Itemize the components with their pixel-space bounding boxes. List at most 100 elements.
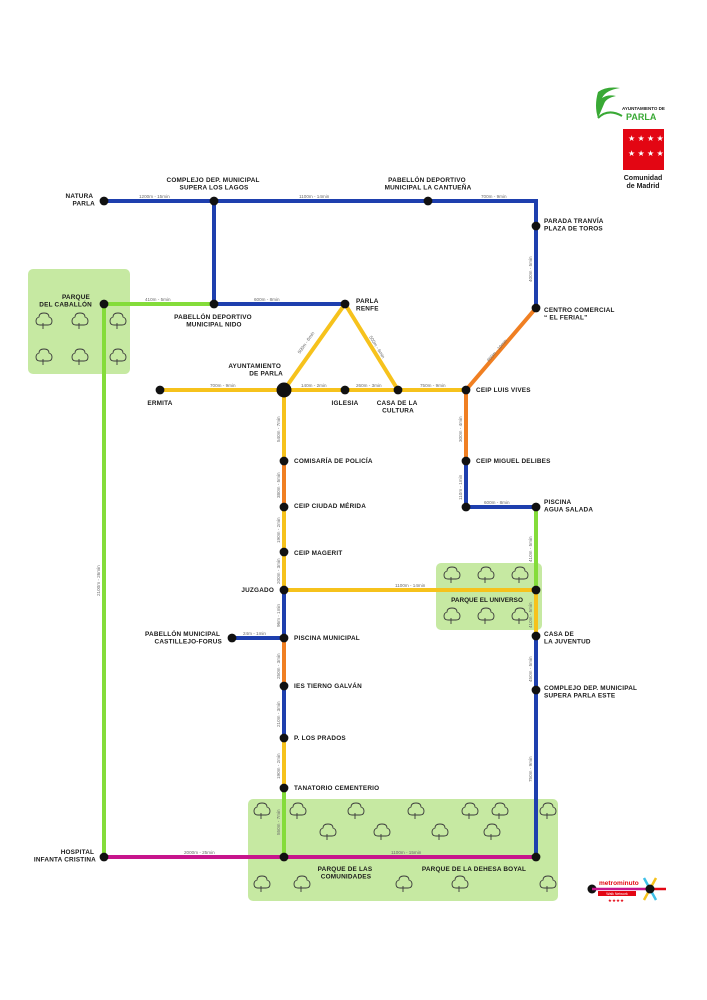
station-label-ermita: ERMITA [147,400,172,407]
tree-icon [373,823,391,840]
segment-label: 410m - 5min [528,602,533,628]
route-lines [102,199,538,859]
station-plaza-toros[interactable] [531,221,541,231]
tree-icon [511,607,529,624]
tree-icon [483,823,501,840]
segment-label: 800m - 10min [486,338,508,363]
parla-emblem-arc-icon [597,111,623,119]
station-iglesia[interactable] [340,385,350,395]
station-label-ayuntamiento: AYUNTAMIENTO DE PARLA [228,363,283,378]
tree-icon [431,823,449,840]
station-luis-vives[interactable] [461,385,471,395]
madrid-logo-line1: Comunidad [624,175,663,182]
segment-label: 2000m - 25min [184,850,215,855]
madrid-logo-line2: de Madrid [626,183,659,190]
station-castillejo[interactable] [227,633,237,643]
station-label-comunidades: PARQUE DE LAS COMUNIDADES [318,866,375,881]
segment-label: 1100m - 14min [395,583,426,588]
park-area-caballon [28,269,130,374]
metrominuto-stars-icon: ★★★★ [608,898,624,904]
station-label-juzgado: JUZGADO [241,587,274,594]
madrid-star-icon: ★ [647,149,654,158]
station-cantuena[interactable] [423,196,433,206]
segment-label: 1100m - 14min [299,194,330,199]
madrid-star-icon: ★ [657,134,664,143]
station-ermita[interactable] [155,385,165,395]
metrominuto-name: metrominuto [599,880,639,887]
station-ciudad-merida[interactable] [279,502,289,512]
station-universo[interactable] [531,585,541,595]
station-renfe[interactable] [340,299,350,309]
station-los-prados[interactable] [279,733,289,743]
tree-icon [109,348,127,365]
segment-label: 550m - 7min [276,809,281,835]
station-tanatorio[interactable] [279,783,289,793]
tree-icon [319,823,337,840]
station-hospital[interactable] [99,852,109,862]
segment-label: 200m - 3min [276,558,281,584]
station-casa-cultura[interactable] [393,385,403,395]
segment-label: 410m - 5min [145,297,171,302]
station-label-tierno-galvan: IES TIERNO GALVÁN [294,681,362,690]
segment-label: 450m - 5min [528,656,533,682]
station-supera-este[interactable] [531,685,541,695]
line-renfe-cultura [343,302,400,392]
station-juzgado[interactable] [279,585,289,595]
tree-icon [35,348,53,365]
tree-icon [539,802,557,819]
station-el-ferial[interactable] [531,303,541,313]
station-comisaria[interactable] [279,456,289,466]
station-comunidades[interactable] [279,852,289,862]
station-label-natura: NATURA PARLA [66,193,96,208]
segment-label: 260m - 3min [356,383,382,388]
station-label-ciudad-merida: CEIP CIUDAD MÉRIDA [294,501,366,510]
station-label-luis-vives: CEIP LUIS VIVES [476,387,531,394]
tree-icon [539,875,557,892]
station-nido[interactable] [209,299,219,309]
segment-label: 410m - 5min [528,536,533,562]
segment-label: 190m - 2min [276,517,281,543]
tree-icon [347,802,365,819]
tree-icon [461,802,479,819]
station-ayuntamiento[interactable] [276,382,292,398]
segment-label: 600m - 8min [254,297,280,302]
segment-label: 700m - 9min [210,383,236,388]
tree-icon [511,566,529,583]
station-casa-juventud[interactable] [531,631,541,641]
station-magerit[interactable] [279,547,289,557]
station-miguel-delibes[interactable] [461,456,471,466]
metrominuto-tag-bg [598,891,636,896]
station-tierno-galvan[interactable] [279,681,289,691]
madrid-star-icon: ★ [647,134,654,143]
park-area-universo [436,563,542,630]
madrid-star-icon: ★ [638,149,645,158]
station-label-caballon: PARQUE DEL CABALLÓN [39,294,92,309]
tree-icon [253,802,271,819]
station-dehesa[interactable] [531,852,541,862]
tree-icon [71,348,89,365]
tree-icon [477,607,495,624]
station-agua-salada[interactable] [531,502,541,512]
metrominuto-tag: Walk Network [606,892,628,896]
tree-icon [71,312,89,329]
segment-label: 24m - 1min [243,631,266,636]
station-piscina-municipal[interactable] [279,633,289,643]
logo-comunidad-madrid: ★★★★★★★★ Comunidad de Madrid [623,129,664,190]
tree-icon [451,875,469,892]
segment-label: 190m - 2min [276,753,281,779]
segment-label: 250m - 3min [276,653,281,679]
station-label-castillejo: PABELLÓN MUNICIPAL CASTILLEJO-FORUS [145,629,222,646]
line-ferial-luisvives [464,306,538,392]
station-natura[interactable] [99,196,109,206]
station-caballon[interactable] [99,299,109,309]
park-label-universo: PARQUE EL UNIVERSO [451,597,523,604]
station-label-el-ferial: CENTRO COMERCIAL “ EL FERIAL” [544,307,617,322]
station-supera-lagos[interactable] [209,196,219,206]
line-ayto-renfe [282,302,347,392]
segment-label: 300m - 4min [458,416,463,442]
segment-label: 140m - 2min [301,383,327,388]
station-label-casa-cultura: CASA DE LA CULTURA [377,400,420,415]
tree-icon [443,566,461,583]
segment-label: 210m - 3min [276,701,281,727]
